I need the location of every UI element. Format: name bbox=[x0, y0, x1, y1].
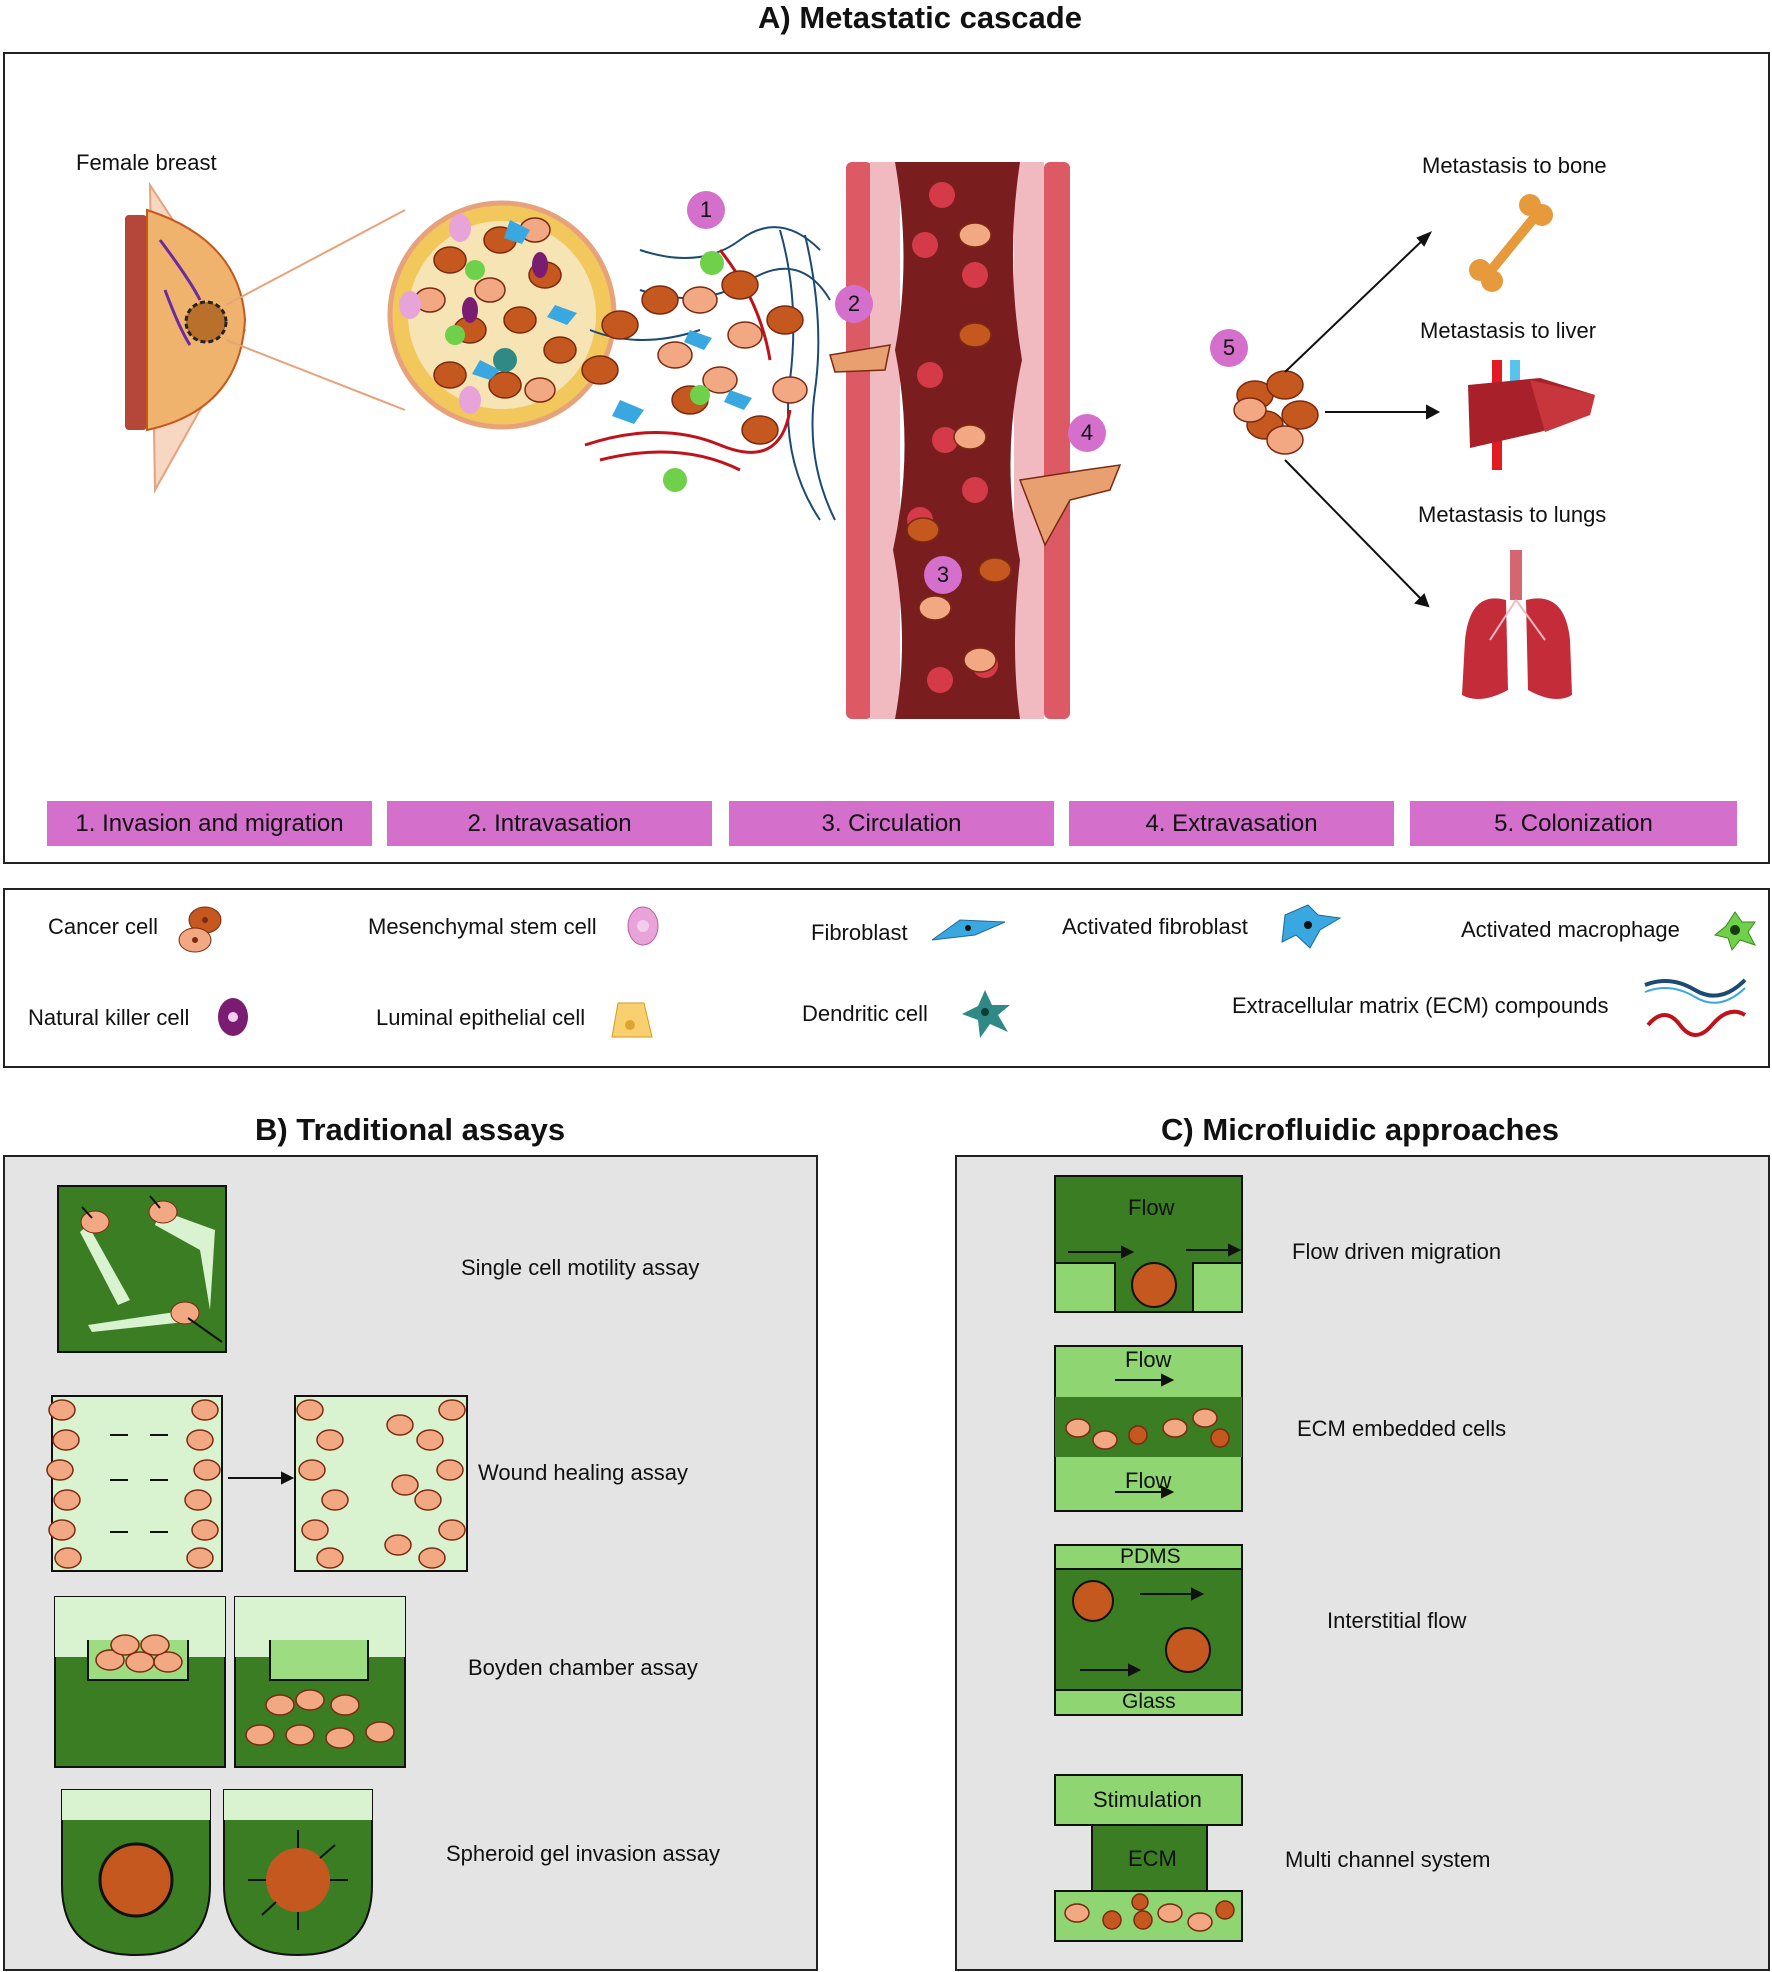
stimulation-label: Stimulation bbox=[1093, 1787, 1202, 1812]
lungs-icon bbox=[1462, 550, 1572, 699]
metastasis-bone-label: Metastasis to bone bbox=[1422, 153, 1607, 178]
fibroblast-icon bbox=[931, 919, 1006, 941]
multi-channel-system-icon bbox=[1054, 1774, 1243, 1942]
ecm-compounds-icon bbox=[1644, 978, 1747, 1037]
bone-icon bbox=[1469, 194, 1553, 292]
step-marker-5: 5 bbox=[1210, 329, 1248, 367]
natural-killer-cell-icon bbox=[218, 998, 248, 1036]
interstitial-flow-label: Interstitial flow bbox=[1327, 1608, 1467, 1633]
panel-a-title: A) Metastatic cascade bbox=[758, 0, 1082, 35]
luminal-epithelial-cell-icon bbox=[611, 1002, 653, 1038]
legend-cancer-cell: Cancer cell bbox=[48, 914, 159, 939]
metastasis-lungs-label: Metastasis to lungs bbox=[1418, 502, 1607, 527]
legend-dendritic-cell: Dendritic cell bbox=[802, 1001, 928, 1026]
single-cell-motility-label: Single cell motility assay bbox=[461, 1255, 700, 1280]
glass-label: Glass bbox=[1122, 1690, 1176, 1713]
flow-label-1: Flow bbox=[1128, 1195, 1175, 1220]
stage-extravasation: 4. Extravasation bbox=[1069, 801, 1394, 846]
legend-fibroblast: Fibroblast bbox=[811, 920, 908, 945]
legend-ecm-compounds: Extracellular matrix (ECM) compounds bbox=[1232, 993, 1609, 1018]
single-cell-motility-icon bbox=[57, 1185, 227, 1353]
step-marker-4: 4 bbox=[1068, 414, 1106, 452]
panel-b-title: B) Traditional assays bbox=[254, 1112, 566, 1147]
breast-label: Female breast bbox=[76, 150, 217, 175]
activated-macrophage-icon bbox=[1713, 911, 1757, 952]
panel-c-title: C) Microfluidic approaches bbox=[1161, 1112, 1559, 1147]
ecm-embedded-cells-icon bbox=[1054, 1345, 1243, 1512]
flow-label-2: Flow bbox=[1125, 1347, 1172, 1372]
tumor-microenvironment-icon bbox=[387, 200, 617, 430]
stage-circulation: 3. Circulation bbox=[729, 801, 1054, 846]
mesenchymal-stem-cell-icon bbox=[627, 906, 659, 946]
legend-activated-macrophage: Activated macrophage bbox=[1461, 917, 1680, 942]
flow-label-3: Flow bbox=[1125, 1468, 1172, 1493]
cancer-cell-icon bbox=[178, 906, 222, 953]
wound-healing-icon bbox=[46, 1395, 468, 1572]
flow-driven-migration-label: Flow driven migration bbox=[1292, 1239, 1502, 1264]
flow-driven-migration-icon bbox=[1054, 1175, 1243, 1313]
legend-luminal-epithelial-cell: Luminal epithelial cell bbox=[376, 1005, 586, 1030]
spheroid-gel-invasion-icon bbox=[61, 1789, 373, 1957]
invasion-front-icon bbox=[581, 226, 836, 521]
stage-intravasation: 2. Intravasation bbox=[387, 801, 712, 846]
stage-colonization: 5. Colonization bbox=[1410, 801, 1737, 846]
step-marker-1: 1 bbox=[687, 191, 725, 229]
stage-invasion-migration: 1. Invasion and migration bbox=[47, 801, 372, 846]
legend-activated-fibroblast: Activated fibroblast bbox=[1062, 914, 1248, 939]
metastasis-arrows bbox=[1284, 231, 1441, 608]
boyden-chamber-label: Boyden chamber assay bbox=[468, 1655, 698, 1680]
boyden-chamber-icon bbox=[54, 1596, 406, 1768]
breast-icon bbox=[125, 181, 247, 494]
activated-fibroblast-icon bbox=[1281, 904, 1342, 949]
panel-a-frame bbox=[3, 52, 1770, 864]
legend-frame bbox=[3, 888, 1770, 1068]
interstitial-flow-icon bbox=[1054, 1544, 1243, 1716]
dendritic-cell-icon bbox=[962, 990, 1010, 1038]
liver-icon bbox=[1468, 360, 1595, 470]
ecm-embedded-cells-label: ECM embedded cells bbox=[1297, 1416, 1507, 1441]
pdms-label: PDMS bbox=[1120, 1545, 1181, 1568]
ecm-label: ECM bbox=[1128, 1846, 1177, 1871]
tumor-cell-cluster-icon bbox=[1233, 370, 1319, 455]
legend-natural-killer-cell: Natural killer cell bbox=[28, 1005, 190, 1030]
step-marker-3: 3 bbox=[924, 556, 962, 594]
step-marker-2: 2 bbox=[835, 285, 873, 323]
spheroid-gel-invasion-label: Spheroid gel invasion assay bbox=[446, 1841, 720, 1866]
wound-healing-label: Wound healing assay bbox=[478, 1460, 688, 1485]
metastasis-liver-label: Metastasis to liver bbox=[1420, 318, 1597, 343]
legend-mesenchymal-stem-cell: Mesenchymal stem cell bbox=[368, 914, 597, 939]
multi-channel-system-label: Multi channel system bbox=[1285, 1847, 1491, 1872]
